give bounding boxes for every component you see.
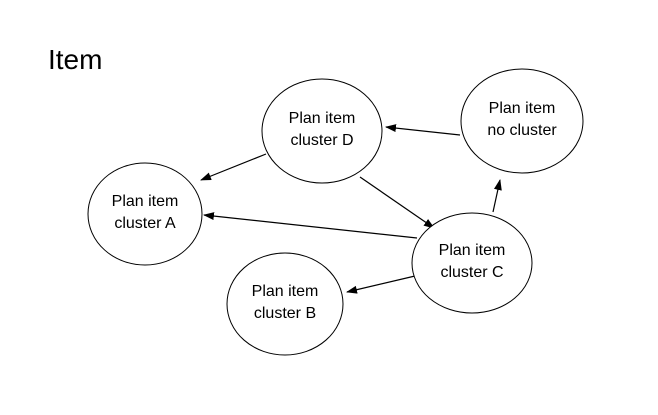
node-cluster-c: Plan item cluster C (411, 212, 533, 314)
node-no-cluster-ellipse (460, 68, 584, 174)
node-cluster-d: Plan item cluster D (261, 78, 383, 184)
node-label-line: cluster D (290, 132, 353, 149)
edge-cluster-c-to-cluster-a (203, 212, 418, 239)
node-cluster-b-label: Plan item cluster B (252, 283, 319, 322)
edge-cluster-d-to-cluster-c (359, 176, 435, 229)
node-label-line: Plan item (489, 100, 556, 117)
node-cluster-c-ellipse (411, 212, 533, 314)
node-label-line: Plan item (289, 110, 356, 127)
node-cluster-a-label: Plan item cluster A (112, 193, 179, 232)
node-cluster-a-ellipse (87, 162, 203, 266)
node-cluster-a: Plan item cluster A (87, 162, 203, 266)
node-cluster-d-ellipse (261, 78, 383, 184)
node-cluster-d-label: Plan item cluster D (289, 110, 356, 149)
edge-cluster-c-to-cluster-b (346, 275, 416, 294)
node-cluster-b: Plan item cluster B (226, 252, 344, 356)
edge-no-cluster-to-cluster-d (385, 124, 461, 136)
node-label-line: cluster C (440, 264, 503, 281)
node-cluster-c-label: Plan item cluster C (439, 242, 506, 281)
node-no-cluster: Plan item no cluster (460, 68, 584, 174)
slide-title: Item (48, 44, 103, 75)
node-label-line: no cluster (487, 122, 557, 139)
edge-cluster-d-to-cluster-a (200, 153, 267, 181)
node-label-line: cluster B (254, 305, 316, 322)
edges-layer (200, 124, 502, 294)
node-label-line: cluster A (114, 215, 176, 232)
edge-cluster-c-to-no-cluster (492, 179, 502, 213)
node-no-cluster-label: Plan item no cluster (487, 100, 557, 139)
node-cluster-b-ellipse (226, 252, 344, 356)
node-label-line: Plan item (252, 283, 319, 300)
node-label-line: Plan item (439, 242, 506, 259)
node-label-line: Plan item (112, 193, 179, 210)
